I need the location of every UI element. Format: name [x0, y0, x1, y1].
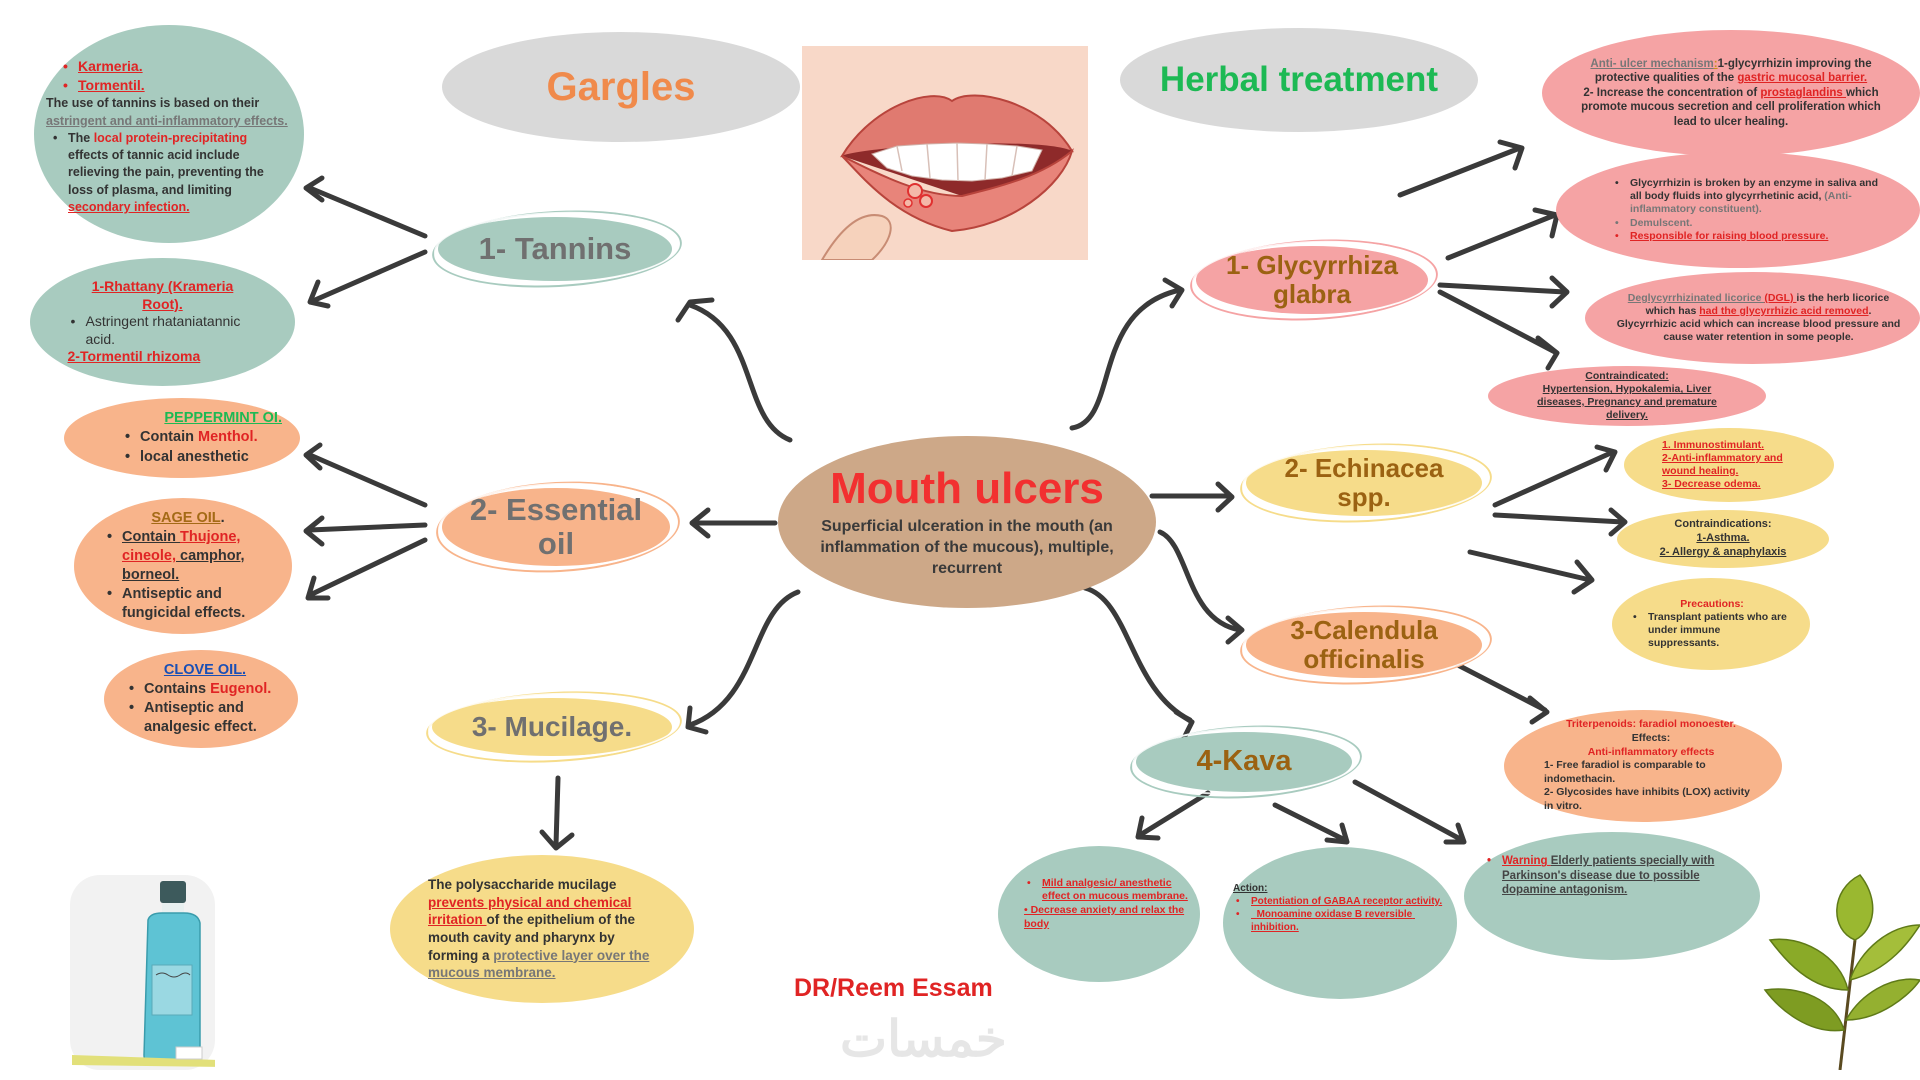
list-item: 1-Asthma.: [1696, 532, 1750, 545]
arrow-center-to-mucilage: [687, 589, 801, 728]
branch-echinacea[interactable]: 2- Echinacea spp.: [1238, 437, 1494, 529]
list-item: 2-Anti-inflammatory and wound healing.: [1662, 451, 1783, 477]
list-item: Contains Eugenol.: [126, 680, 284, 699]
echinacea-precautions-bubble: Precautions: Transplant patients who are…: [1612, 578, 1810, 670]
lips-icon: [802, 46, 1088, 260]
branch-label: 1- Tannins: [478, 230, 632, 266]
branch-label: 3-Calendula officinalis: [1290, 615, 1438, 674]
kava-effects-bubble: Mild analgesic/ anesthetic effect on muc…: [998, 846, 1200, 982]
arrow-center-to-kava: [1082, 585, 1193, 723]
list-item: Glycyrrhizin is broken by an enzyme in s…: [1612, 177, 1890, 216]
center-topic: Mouth ulcers Superficial ulceration in t…: [778, 436, 1156, 608]
center-description: Superficial ulceration in the mouth (an …: [820, 518, 1114, 577]
branch-tannins[interactable]: 1- Tannins: [430, 204, 684, 294]
kava-action-bubble: Action: Potentiation of GABAA receptor a…: [1223, 847, 1457, 999]
gargles-header: Gargles: [442, 32, 800, 142]
rhattany-info-bubble: 1-Rhattany (Krameria Root). Astringent r…: [30, 258, 295, 386]
list-item: Antiseptic and analgesic effect.: [126, 699, 284, 737]
arrowhead: [1162, 277, 1185, 309]
arrow-center-to-calendula: [1157, 529, 1243, 633]
echinacea-contra-bubble: Contraindications: 1-Asthma. 2- Allergy …: [1617, 510, 1829, 568]
dgl-info-bubble: Deglycyrrhizinated licorice (DGL) is the…: [1585, 272, 1920, 364]
watermark-text: خمسات: [840, 1011, 1007, 1067]
list-item: Mild analgesic/ anesthetic effect on muc…: [1024, 877, 1190, 904]
branch-label: 4-Kava: [1196, 745, 1292, 778]
list-item: 2- Allergy & anaphylaxis: [1659, 545, 1787, 558]
arrowhead: [689, 507, 711, 539]
leaf-image: [1760, 870, 1920, 1071]
list-item: The local protein-precipitating effects …: [50, 130, 290, 216]
list-item: local anesthetic: [122, 448, 282, 468]
calendula-info-bubble: Triterpenoids: faradiol monoester. Effec…: [1504, 710, 1782, 822]
branch-label: 2- Essential oil: [469, 491, 643, 561]
list-item: Demulscent.: [1612, 217, 1890, 230]
list-item: Potentiation of GABAA receptor activity.: [1233, 895, 1449, 908]
kava-warning-bubble: Warning Elderly patients specially with …: [1464, 832, 1760, 960]
list-item: Transplant patients who are under immune…: [1630, 611, 1794, 650]
list-item: Karmeria.: [60, 57, 290, 77]
branch-label: 2- Echinacea spp.: [1284, 453, 1444, 512]
branch-essential-oil[interactable]: 2- Essential oil: [433, 475, 683, 579]
arrowhead: [1173, 709, 1195, 741]
branch-label: 1- Glycyrrhiza glabra: [1226, 250, 1398, 309]
author-name: DR/Reem Essam: [794, 974, 993, 1002]
list-item: Astringent rhataniatannic acid.: [68, 313, 258, 348]
sage-oil-info-bubble: SAGE OIL. Contain Thujone, cineole, camp…: [74, 498, 292, 634]
mouth-ulcer-image: [802, 46, 1088, 260]
branch-kava[interactable]: 4-Kava: [1128, 719, 1364, 805]
list-item: Contain Menthol.: [122, 428, 282, 448]
arrowhead: [1225, 615, 1245, 645]
leaf-icon: [1763, 874, 1920, 1071]
mouthwash-image: [70, 875, 220, 1070]
contra-text: Hypertension, Hypokalemia, Liver disease…: [1537, 383, 1717, 421]
list-item: Tormentil.: [60, 76, 290, 96]
arrowhead: [675, 297, 715, 323]
list-item: Monoamine oxidase B reversible inhibitio…: [1233, 908, 1449, 934]
clove-oil-title: CLOVE OIL.: [163, 662, 247, 679]
list-item: Warning Elderly patients specially with …: [1484, 854, 1730, 897]
tannins-source-list: Karmeria. Tormentil.: [46, 57, 290, 96]
herbal-header: Herbal treatment: [1120, 28, 1478, 132]
rhattany-title: 1-Rhattany (Krameria Root).: [91, 278, 234, 312]
echinacea-uses-bubble: 1. Immunostimulant. 2-Anti-inflammatory …: [1624, 428, 1834, 502]
branch-mucilage[interactable]: 3- Mucilage.: [424, 685, 684, 769]
center-title: Mouth ulcers: [830, 463, 1104, 513]
tormentil-title: 2-Tormentil rhizoma: [67, 348, 201, 365]
branch-label: 3- Mucilage.: [471, 710, 633, 742]
precautions-title: Precautions:: [1680, 597, 1744, 610]
list-item: Responsible for raising blood pressure.: [1612, 230, 1890, 243]
branch-calendula[interactable]: 3-Calendula officinalis: [1238, 599, 1494, 691]
contra-title: Contraindicated:: [1585, 370, 1669, 383]
peppermint-title: PEPPERMINT OI.: [164, 409, 282, 426]
tannins-info-bubble: Karmeria. Tormentil. The use of tannins …: [34, 25, 304, 243]
mucilage-info-bubble: The polysaccharide mucilage prevents phy…: [390, 855, 694, 1003]
mucilage-text: The polysaccharide mucilage prevents phy…: [428, 877, 650, 981]
herbal-title: Herbal treatment: [1159, 60, 1439, 99]
list-item: 1. Immunostimulant.: [1662, 438, 1765, 451]
list-item: Contain Thujone, cineole, camphor, borne…: [104, 528, 272, 585]
arrowhead: [1215, 481, 1235, 513]
peppermint-info-bubble: PEPPERMINT OI. Contain Menthol. local an…: [64, 398, 300, 478]
glycyrrhiza-contraindication-bubble: Contraindicated: Hypertension, Hypokalem…: [1488, 366, 1766, 426]
contra-title: Contraindications:: [1674, 518, 1772, 531]
list-item: Antiseptic and fungicidal effects.: [104, 585, 272, 623]
glycyrrhiza-mechanism-bubble: Anti- ulcer mechanism:1-glycyrrhizin imp…: [1542, 30, 1920, 156]
glycyrrhiza-constituent-bubble: Glycyrrhizin is broken by an enzyme in s…: [1556, 152, 1920, 268]
arrowhead: [685, 705, 709, 735]
arrow-center-to-glycyrrhiza: [1069, 287, 1183, 431]
list-item: • Decrease anxiety and relax the body: [1024, 904, 1185, 930]
mouthwash-bottle-icon: [70, 875, 220, 1070]
arrow-center-to-tannins: [687, 302, 793, 443]
sage-oil-title: SAGE OIL.: [151, 510, 225, 527]
tannins-use-text: The use of tannins is based on their ast…: [46, 96, 288, 128]
list-item: 3- Decrease odema.: [1662, 478, 1761, 491]
clove-oil-info-bubble: CLOVE OIL. Contains Eugenol. Antiseptic …: [104, 650, 298, 748]
branch-glycyrrhiza[interactable]: 1- Glycyrrhiza glabra: [1188, 233, 1440, 327]
gargles-title: Gargles: [546, 64, 696, 109]
action-title: Action:: [1233, 883, 1268, 894]
